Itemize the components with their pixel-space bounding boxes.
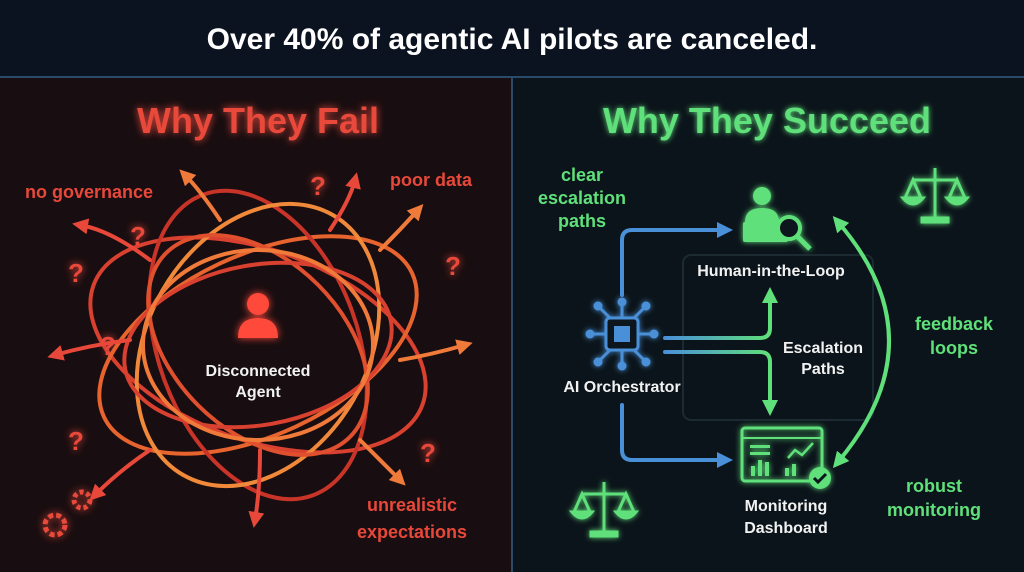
tangled-arrows [47, 169, 473, 528]
question-mark-icon: ? ? ? ? ? ? ? [68, 171, 461, 468]
svg-text:?: ? [445, 251, 461, 281]
monitoring-dashboard-line2: Dashboard [744, 520, 828, 537]
human-reviewer-icon [743, 187, 812, 251]
clear-escalation-line2: escalation [538, 188, 626, 208]
label-no-governance: no governance [25, 182, 153, 202]
monitoring-dashboard-line1: Monitoring [745, 498, 828, 515]
ai-orchestrator-label: AI Orchestrator [563, 379, 680, 396]
escalation-paths-line2: Paths [801, 361, 845, 378]
clear-escalation-line1: clear [561, 165, 603, 185]
dashboard-icon [740, 426, 831, 489]
feedback-loops-line1: feedback [915, 314, 994, 334]
scales-icon [899, 168, 971, 224]
svg-text:?: ? [420, 438, 436, 468]
gear-icon [42, 489, 93, 538]
person-icon [238, 293, 278, 338]
svg-text:?: ? [68, 426, 84, 456]
svg-text:?: ? [310, 171, 326, 201]
header-title: Over 40% of agentic AI pilots are cancel… [207, 23, 818, 56]
human-in-the-loop-label: Human-in-the-Loop [697, 263, 845, 280]
success-annotations: clear escalation paths feedback loops ro… [538, 165, 994, 520]
flow-arrows [620, 215, 891, 469]
label-poor-data: poor data [390, 170, 473, 190]
agent-label-line2: Agent [235, 384, 281, 401]
clear-escalation-line3: paths [558, 211, 606, 231]
fail-title: Why They Fail [137, 100, 379, 141]
feedback-loops-line2: loops [930, 338, 978, 358]
scales-icon [568, 482, 640, 538]
svg-text:?: ? [68, 258, 84, 288]
success-title: Why They Succeed [603, 100, 931, 141]
svg-text:?: ? [100, 331, 116, 361]
label-unrealistic: unrealistic [367, 495, 457, 515]
robust-monitoring-line2: monitoring [887, 500, 981, 520]
agent-label-line1: Disconnected [206, 363, 311, 380]
robust-monitoring-line1: robust [906, 476, 962, 496]
svg-text:?: ? [130, 221, 146, 251]
header-bar [0, 0, 1024, 76]
label-expectations: expectations [357, 522, 467, 542]
escalation-paths-line1: Escalation [783, 340, 863, 357]
chip-icon [585, 297, 659, 371]
